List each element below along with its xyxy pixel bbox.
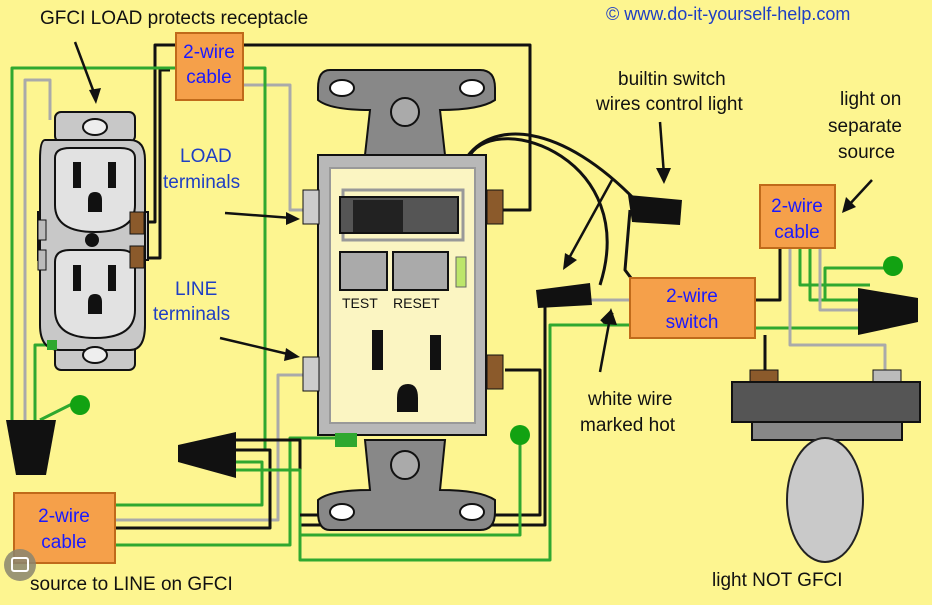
test-label: TEST [342,295,378,311]
top-cable-line2: cable [186,67,231,88]
switch-box [629,277,756,339]
bottom-cable-line1: 2-wire [38,506,90,527]
load-black-wire [140,43,532,224]
line-black-wire [115,448,272,530]
light-not-gfci-label: light NOT GFCI [712,570,843,591]
bottom-cable-line2: cable [41,532,86,553]
duplex-receptacle [37,111,149,371]
line-ground-wire [115,436,345,547]
left-white-wire [23,78,52,420]
light-separate-label-3: source [838,142,895,163]
line-terminals-label-2: terminals [153,304,230,325]
builtin-switch-label-2: wires control light [595,94,743,115]
title-top-left: GFCI LOAD protects receptacle [40,8,308,29]
wire-nuts [6,195,918,478]
wires [10,43,887,562]
annotation-arrows [73,41,873,373]
builtin-switch-label-1: builtin switch [618,69,726,90]
bottom-cable-box [13,492,116,564]
light-separate-label-1: light on [840,89,901,110]
right-cable-line1: 2-wire [771,196,823,217]
line-white-wire [115,373,305,522]
image-overlay-button[interactable] [4,549,36,581]
light-bulb [786,437,864,563]
white-wire-label-1: white wire [587,389,672,410]
load-terminals-label-2: terminals [163,172,240,193]
top-ground-wire [10,66,267,450]
right-cable-line2: cable [774,222,819,243]
image-search-icon [11,557,29,572]
switch-line1: 2-wire [666,286,718,307]
wire-nut-switch-bottom [536,283,592,308]
switch-line2: switch [666,312,719,333]
top-cable-line1: 2-wire [183,42,235,63]
source-to-line-label: source to LINE on GFCI [30,574,233,595]
wire-nut-switch-top [628,195,682,225]
switch-wire-2 [468,137,609,286]
gfci-device: TEST RESET [302,69,504,531]
ground-dots [70,256,903,445]
light-fixture [731,369,921,563]
line-terminals-label-1: LINE [175,279,217,300]
wire-nut-bottom-middle [178,432,236,478]
right-cable-box [759,184,836,249]
wire-nut-light [858,288,918,335]
reset-label: RESET [393,295,440,311]
top-cable-box [175,32,244,101]
light-separate-label-2: separate [828,116,902,137]
white-wire-label-2: marked hot [580,415,676,436]
load-white-wire [140,68,170,260]
copyright-link[interactable]: © www.do-it-yourself-help.com [606,4,850,24]
load-terminals-label-1: LOAD [180,146,232,167]
label-boxes: 2-wire cable 2-wire cable 2-wire switch … [13,32,836,564]
wire-nut-left [6,420,56,475]
